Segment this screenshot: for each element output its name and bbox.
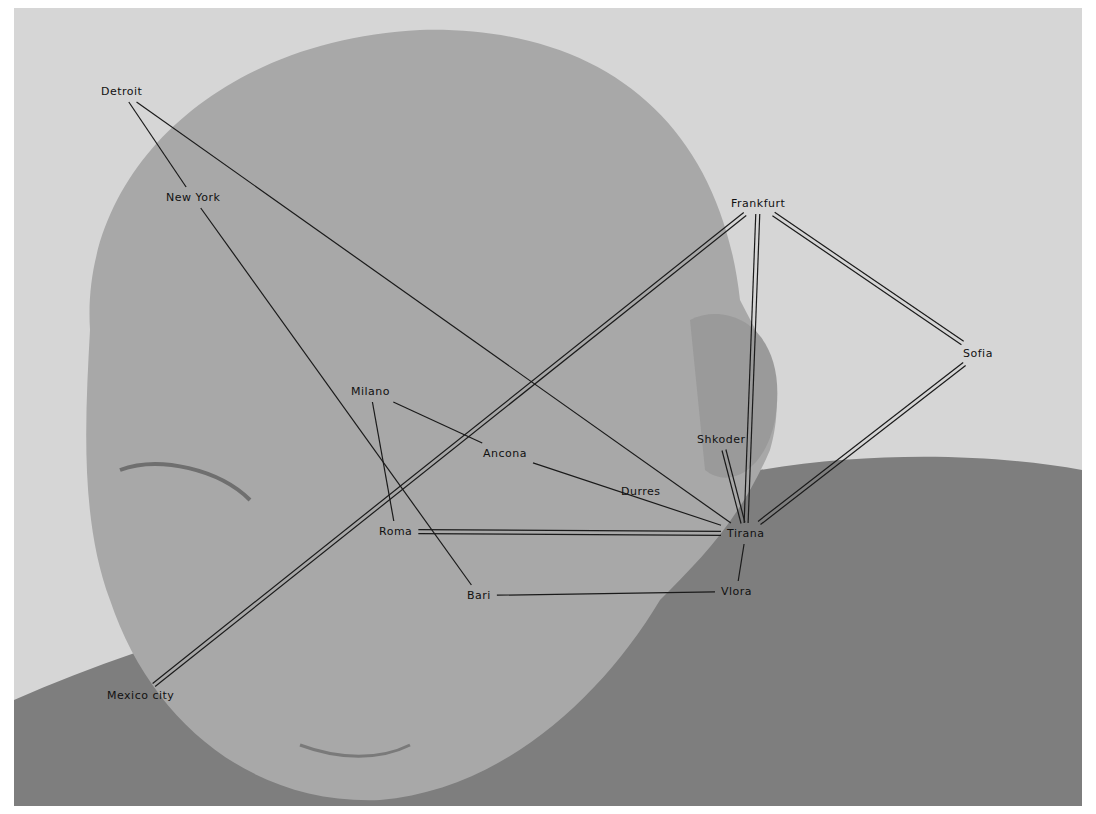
route-line	[744, 214, 756, 523]
route-line	[129, 102, 186, 187]
city-node: Durres	[618, 484, 664, 499]
city-node: Vlora	[718, 584, 755, 599]
route-line	[772, 216, 961, 345]
city-name: Vlora	[721, 585, 752, 598]
route-line	[418, 530, 721, 532]
city-node: New York	[163, 190, 223, 205]
route-line	[201, 208, 472, 585]
city-name: Bari	[467, 589, 491, 602]
route-line	[760, 366, 965, 525]
city-node: Mexico city	[104, 688, 177, 703]
city-name: Mexico city	[107, 689, 174, 702]
route-line	[726, 449, 745, 522]
city-node: Bari	[464, 588, 494, 603]
route-line	[418, 534, 721, 536]
city-name: Durres	[621, 485, 661, 498]
mouth	[300, 745, 410, 756]
city-name: Roma	[379, 525, 412, 538]
city-name: Detroit	[101, 85, 142, 98]
route-line	[758, 362, 963, 521]
city-node: Detroit	[98, 84, 145, 99]
route-line	[497, 592, 715, 595]
city-node: Sofia	[960, 346, 996, 361]
city-node: Roma	[376, 524, 415, 539]
city-name: Frankfurt	[731, 197, 785, 210]
route-line	[775, 212, 964, 341]
route-line	[722, 451, 741, 524]
ear	[690, 314, 777, 478]
city-name: Sofia	[963, 347, 993, 360]
route-line	[738, 544, 744, 581]
city-node: Milano	[348, 384, 393, 399]
eye	[120, 464, 250, 500]
city-node: Shkoder	[694, 432, 748, 447]
city-name: Milano	[351, 385, 390, 398]
route-line	[153, 212, 744, 683]
route-line	[372, 402, 393, 521]
photo-ground	[14, 8, 1082, 806]
city-node: Frankfurt	[728, 196, 788, 211]
city-name: Shkoder	[697, 433, 745, 446]
city-name: Ancona	[483, 447, 527, 460]
city-name: New York	[166, 191, 220, 204]
city-node: Ancona	[480, 446, 530, 461]
head	[86, 30, 776, 800]
city-name: Tirana	[727, 527, 764, 540]
route-line	[533, 463, 721, 525]
route-line	[155, 216, 746, 687]
city-node: Tirana	[724, 526, 767, 541]
